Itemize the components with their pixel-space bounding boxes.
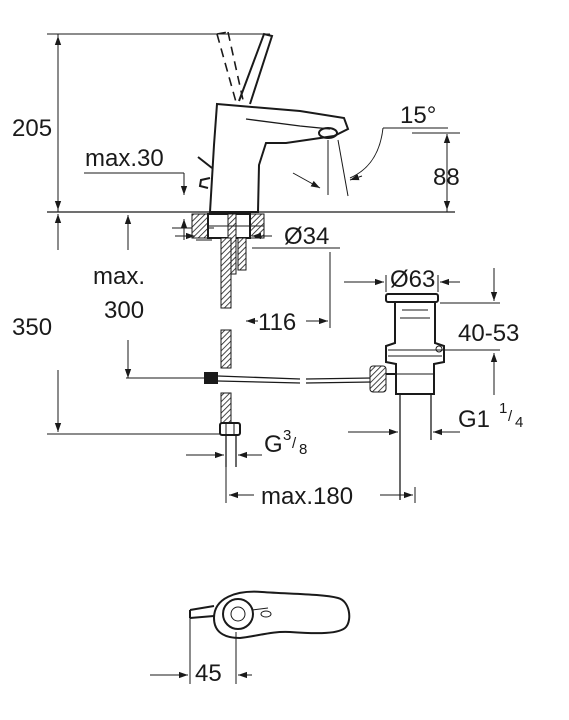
top-view-cartridge-inner bbox=[230, 606, 246, 622]
dim-max-reach: max.180 bbox=[225, 467, 416, 510]
waste-body bbox=[385, 302, 445, 395]
dim-thread-g114: G1 1 / 4 bbox=[348, 400, 523, 436]
flex-hose-top bbox=[237, 237, 247, 271]
hose-connector bbox=[219, 422, 241, 436]
dim-waste-range: 40-53 bbox=[440, 268, 519, 395]
dim-g-denominator: 8 bbox=[299, 441, 307, 458]
dim-g1-numerator: 1 bbox=[499, 400, 507, 417]
dim-lever-height: max.30 bbox=[84, 145, 214, 240]
waste-valve bbox=[385, 293, 445, 500]
dim-spout-reach: 116 bbox=[246, 252, 331, 336]
dim-45-label: 45 bbox=[195, 660, 222, 687]
rod-knob bbox=[369, 365, 387, 393]
dim-tilt-angle: 15° bbox=[292, 102, 448, 197]
dim-116-label: 116 bbox=[258, 309, 296, 336]
top-view-cartridge bbox=[222, 598, 254, 630]
dim-88-label: 88 bbox=[433, 164, 460, 191]
dim-d34-label: Ø34 bbox=[284, 223, 329, 250]
lever-stub bbox=[197, 156, 213, 169]
dim-total-height: 205 bbox=[12, 33, 270, 212]
dim-spout-height: 88 bbox=[412, 132, 460, 212]
dim-thread-g38: G 3 / 8 bbox=[186, 427, 307, 459]
dim-350-label: 350 bbox=[12, 314, 52, 341]
dim-waste-diameter: Ø63 bbox=[344, 266, 460, 293]
flex-hose-mid bbox=[220, 329, 232, 369]
lever-stub bbox=[198, 177, 211, 189]
dim-g-numerator: 3 bbox=[283, 427, 291, 444]
dim-max-label: max. bbox=[93, 263, 145, 290]
lever-open-position bbox=[216, 33, 237, 103]
faucet-body bbox=[208, 102, 350, 213]
dim-g1-slash: / bbox=[508, 408, 513, 425]
dim-g1-denominator: 4 bbox=[515, 414, 523, 431]
flex-hose-top bbox=[220, 237, 232, 309]
dim-300-label: 300 bbox=[104, 297, 144, 324]
dim-d63-label: Ø63 bbox=[390, 266, 435, 293]
flex-hose-low bbox=[220, 392, 232, 424]
dim-hole-diameter: Ø34 bbox=[175, 223, 340, 250]
dim-max180-label: max.180 bbox=[261, 483, 353, 510]
dim-15deg-label: 15° bbox=[400, 102, 436, 129]
dim-max-300: max. 300 bbox=[93, 215, 145, 378]
aerator bbox=[318, 127, 338, 139]
dim-g-label: G bbox=[264, 431, 283, 458]
rod-clip bbox=[204, 372, 218, 384]
top-view-aerator bbox=[260, 610, 272, 618]
lever-raised bbox=[238, 32, 274, 105]
mounting-assembly bbox=[191, 213, 265, 467]
dim-below-height: 350 bbox=[12, 214, 220, 435]
spout-outline bbox=[245, 118, 331, 130]
dim-g1-label: G1 bbox=[458, 406, 490, 433]
dim-g-slash: / bbox=[292, 435, 297, 452]
top-view-body bbox=[212, 590, 351, 640]
faucet-side-view bbox=[197, 31, 350, 213]
lever-open-position bbox=[227, 31, 244, 101]
dim-max30-label: max.30 bbox=[85, 145, 164, 172]
mounting-plate bbox=[191, 213, 209, 239]
pop-up-rod bbox=[126, 365, 387, 393]
faucet-top-view bbox=[189, 590, 351, 640]
dim-lever-offset: 45 bbox=[150, 612, 252, 687]
waste-cap bbox=[385, 293, 439, 303]
top-view-handle bbox=[189, 605, 215, 619]
dim-40-53-label: 40-53 bbox=[458, 320, 519, 347]
dim-205-label: 205 bbox=[12, 115, 52, 142]
